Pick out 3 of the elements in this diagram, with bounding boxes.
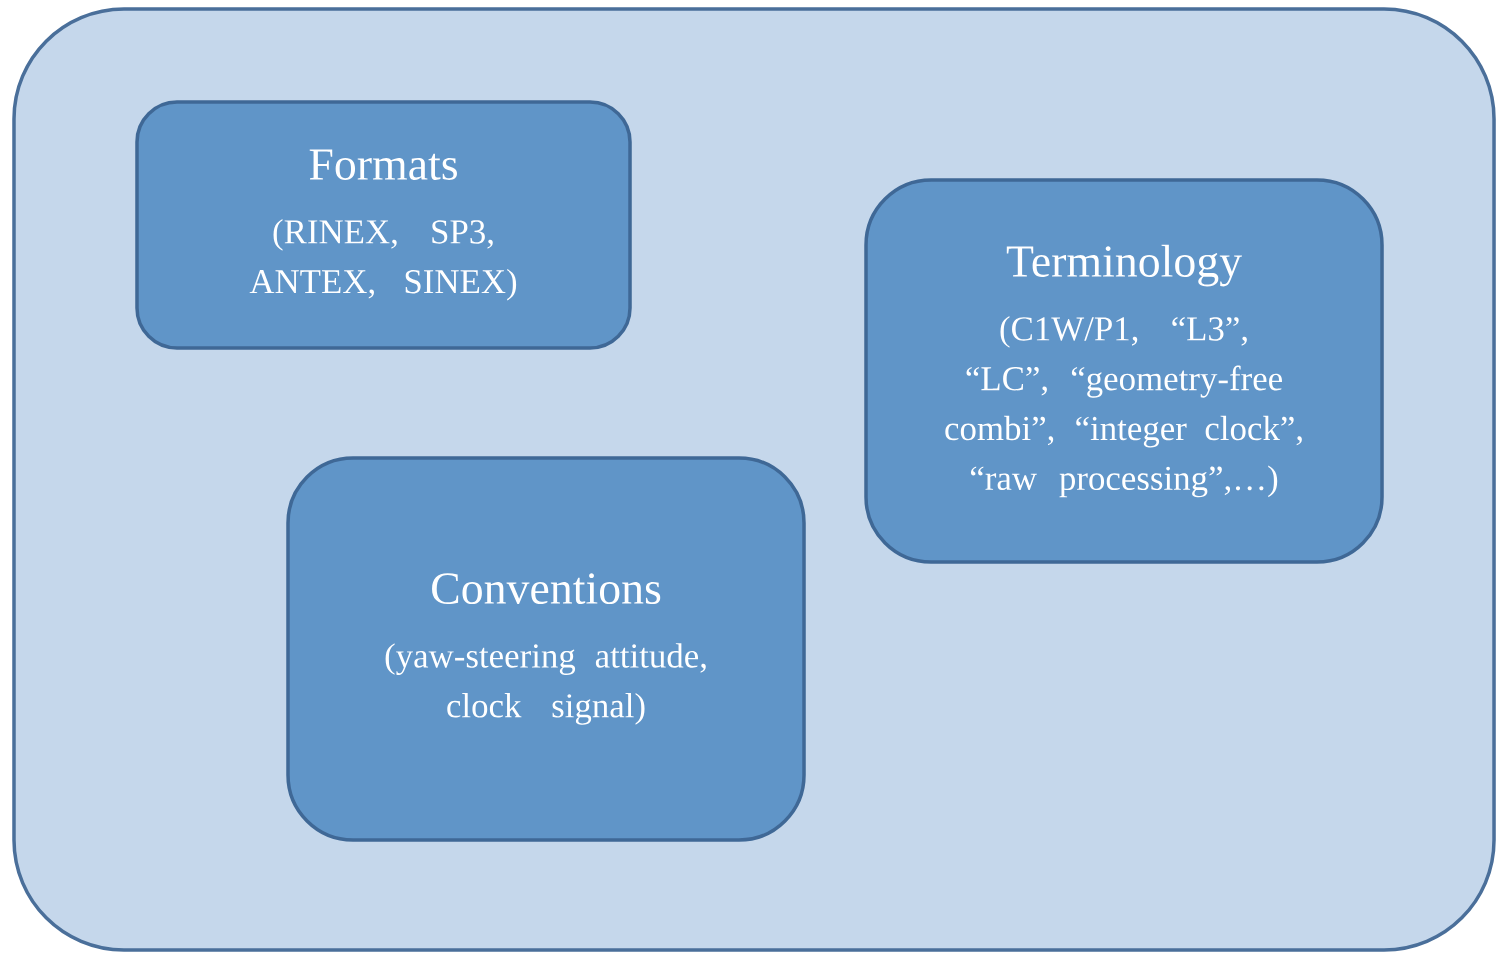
category-box: Formats (RINEX, SP3, ANTEX, SINEX) <box>135 100 632 350</box>
category-box: Conventions (yaw-steering attitude, clock signal) <box>286 456 806 842</box>
category-box: Terminology (C1W/P1, “L3”, “LC”, “geometry-free combi”, “integer clock”, “raw processing”,…) <box>864 178 1384 564</box>
